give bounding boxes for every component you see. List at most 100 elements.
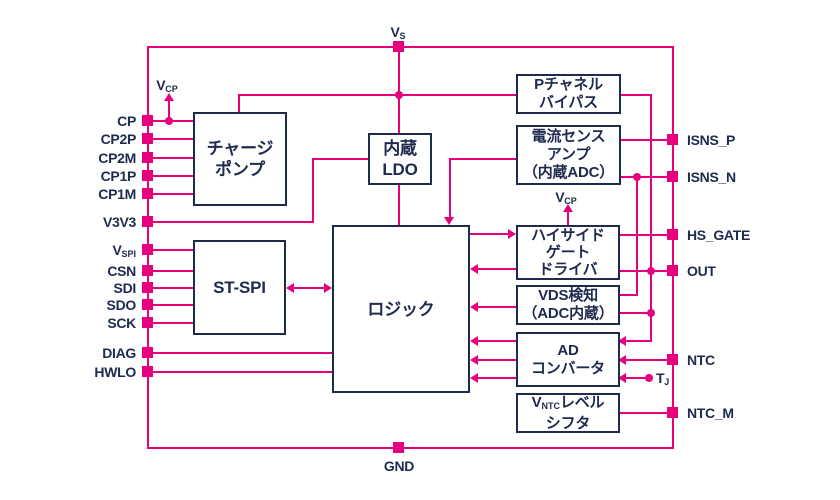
- wire-sdi: [148, 287, 193, 289]
- vcp-label-driver: VCP: [555, 189, 577, 206]
- pin-cp2p: [142, 133, 153, 144]
- wire-currentsense-down: [449, 158, 451, 218]
- wire-currentsense-left: [450, 158, 516, 160]
- block-charge-pump: チャージ ポンプ: [193, 112, 287, 206]
- pin-ntc-m: [667, 407, 678, 418]
- wire-v3v3-riser: [312, 158, 314, 222]
- wire-isns-p: [621, 139, 668, 141]
- pin-hs-gate: [667, 229, 678, 240]
- junction-dot-out: [647, 267, 655, 275]
- wire-adc-to-logic-2: [474, 359, 516, 361]
- pin-label-vspi: VSPI: [112, 242, 136, 259]
- wire-vcp-stub-driver: [567, 211, 569, 225]
- pin-ntc: [667, 354, 678, 365]
- block-vntc-level-shifter: VNTCレベル シフタ: [516, 393, 620, 433]
- pin-label-csn: CSN: [107, 263, 136, 279]
- wire-vcp-stub-left: [168, 100, 170, 121]
- wire-outnet-to-adc: [625, 340, 652, 342]
- wire-ldo-to-logic: [398, 185, 400, 225]
- wire-isns-n: [621, 176, 668, 178]
- pin-label-v3v3: V3V3: [102, 214, 136, 230]
- wire-csn: [148, 270, 193, 272]
- wire-cp1m: [148, 193, 193, 195]
- ic-border-top: [147, 46, 674, 48]
- pin-label-hs-gate: HS_GATE: [687, 227, 750, 243]
- gnd-label: GND: [383, 458, 415, 474]
- arrow-tj-to-adc-icon: [618, 373, 626, 383]
- wire-tj-to-adc: [625, 377, 649, 379]
- arrow-into-logic-top-icon: [444, 217, 454, 225]
- pin-label-isns-n: ISNS_N: [687, 169, 736, 185]
- pin-cp1m: [142, 188, 153, 199]
- pin-sdi: [142, 282, 153, 293]
- wire-spi-logic: [290, 287, 328, 289]
- pin-label-sdi: SDI: [113, 280, 137, 296]
- wire-ntc-to-adc: [625, 359, 668, 361]
- wire-hs-gate: [620, 234, 668, 236]
- wire-shifter-to-ntcm: [620, 412, 668, 414]
- wire-vds-right-1: [620, 294, 638, 296]
- block-current-sense-amp: 電流センス アンプ （内蔵ADC）: [516, 125, 621, 185]
- junction-dot-vs: [395, 91, 403, 99]
- pin-isns-p: [667, 134, 678, 145]
- wire-logic-to-driver: [470, 233, 512, 235]
- arrow-vds-to-logic-icon: [470, 302, 478, 312]
- arrow-vcp-up-icon: [164, 93, 174, 101]
- wire-adc-to-logic-3: [474, 377, 516, 379]
- vcp-label-left: VCP: [156, 77, 178, 94]
- block-ldo: 内蔵 LDO: [368, 133, 432, 185]
- block-logic: ロジック: [332, 225, 470, 393]
- pin-diag: [142, 347, 153, 358]
- wire-diag: [148, 352, 332, 354]
- wire-pbypass-right: [621, 94, 652, 96]
- pin-cp1p: [142, 170, 153, 181]
- wire-cp2m: [148, 157, 193, 159]
- wire-hwlo: [148, 371, 332, 373]
- pin-label-cp1p: CP1P: [100, 168, 137, 184]
- wire-isnsn-to-vds: [636, 176, 638, 296]
- block-ad-converter: AD コンバータ: [516, 332, 620, 387]
- block-st-spi: ST-SPI: [193, 240, 286, 335]
- arrow-ntc-to-adc-icon: [618, 355, 626, 365]
- pin-label-sck: SCK: [107, 315, 136, 331]
- arrow-adc-to-logic-1-icon: [470, 336, 478, 346]
- ic-border-right: [672, 46, 674, 449]
- wire-vspi: [148, 249, 193, 251]
- pin-isns-n: [667, 171, 678, 182]
- pin-vspi: [142, 244, 153, 255]
- pin-gnd: [393, 442, 404, 453]
- pin-label-out: OUT: [687, 263, 716, 279]
- pin-label-diag: DIAG: [102, 345, 136, 361]
- pin-out: [667, 265, 678, 276]
- wire-sck: [148, 322, 193, 324]
- arrow-adc-to-logic-3-icon: [470, 373, 478, 383]
- arrow-adc-to-logic-2-icon: [470, 355, 478, 365]
- pin-vs: [393, 41, 404, 52]
- pin-label-cp: CP: [117, 113, 136, 129]
- pin-label-cp2p: CP2P: [100, 131, 137, 147]
- vs-label: VS: [390, 24, 406, 41]
- wire-vds-to-logic: [474, 306, 516, 308]
- pin-label-sdo: SDO: [106, 297, 137, 313]
- block-vds-detect: VDS検知 （ADC内蔵）: [516, 285, 620, 325]
- ic-border-bottom: [147, 447, 674, 449]
- pin-label-hwlo: HWLO: [94, 364, 136, 380]
- wire-cp2p: [148, 138, 193, 140]
- wire-vds-right-2: [620, 312, 652, 314]
- tj-terminal-dot: [645, 374, 653, 382]
- wire-ldo-to-v3v3: [313, 158, 368, 160]
- wire-driver-to-logic: [474, 268, 516, 270]
- wire-out-net-vertical: [650, 94, 652, 342]
- arrow-outnet-to-adc-icon: [618, 336, 626, 346]
- pin-csn: [142, 265, 153, 276]
- wire-vs-vertical: [398, 47, 400, 133]
- pin-cp2m: [142, 152, 153, 163]
- arrow-vcp-driver-up-icon: [563, 204, 573, 212]
- wire-adc-to-logic-1: [474, 340, 516, 342]
- arrow-spi-to-logic-icon: [324, 283, 332, 293]
- pin-label-ntc: NTC: [687, 352, 715, 368]
- arrow-into-driver-icon: [508, 229, 516, 239]
- pin-label-cp2m: CP2M: [98, 150, 136, 166]
- wire-vs-horizontal: [239, 94, 516, 96]
